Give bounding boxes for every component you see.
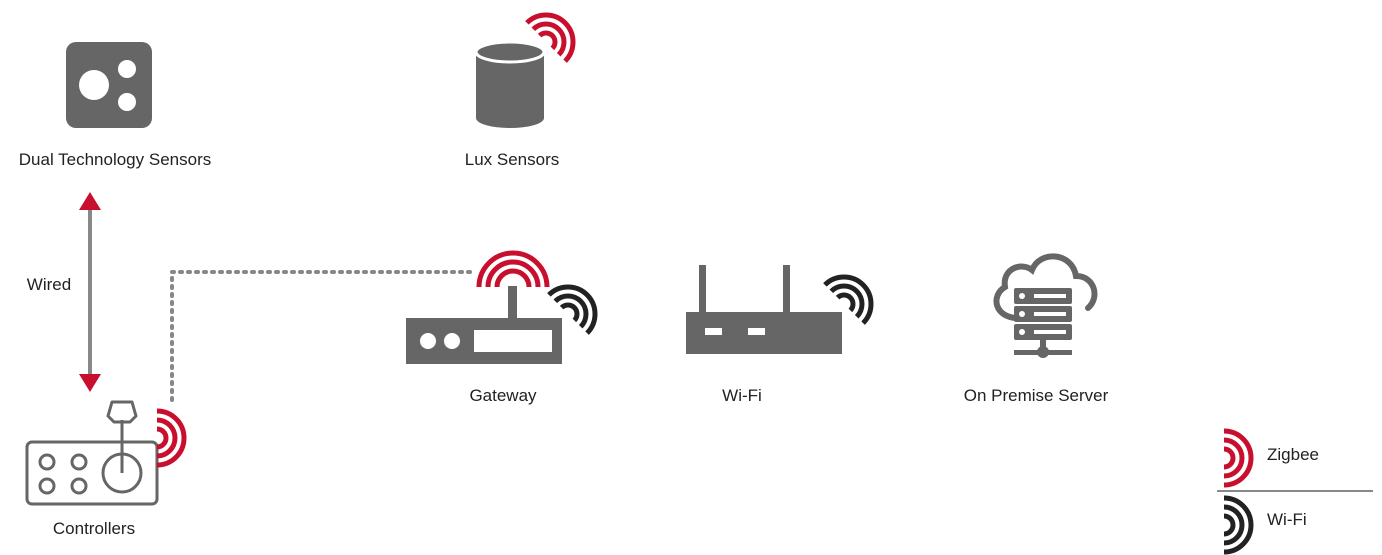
dual-sensor-icon xyxy=(66,42,152,128)
server-label: On Premise Server xyxy=(963,386,1109,405)
legend-wifi-icon xyxy=(1224,498,1251,552)
legend-wifi-label: Wi-Fi xyxy=(1267,510,1307,529)
gateway-label: Gateway xyxy=(469,386,537,405)
lux-sensor-icon xyxy=(474,40,546,128)
server-cloud-icon xyxy=(993,253,1098,358)
wired-label: Wired xyxy=(26,275,72,294)
legend-zigbee-label: Zigbee xyxy=(1267,445,1319,464)
wifi-label: Wi-Fi xyxy=(722,386,762,405)
wifi-router-icon xyxy=(686,265,842,354)
controllers-label: Controllers xyxy=(52,519,136,538)
dual-sensors-label: Dual Technology Sensors xyxy=(18,150,212,169)
controller-icon xyxy=(25,400,159,506)
wired-arrow xyxy=(79,192,101,392)
zigbee-signal-icon xyxy=(157,411,184,465)
lux-sensors-label: Lux Sensors xyxy=(464,150,560,169)
dotted-connection xyxy=(170,270,472,402)
gateway-icon xyxy=(406,250,562,364)
legend-zigbee-icon xyxy=(1224,431,1251,485)
